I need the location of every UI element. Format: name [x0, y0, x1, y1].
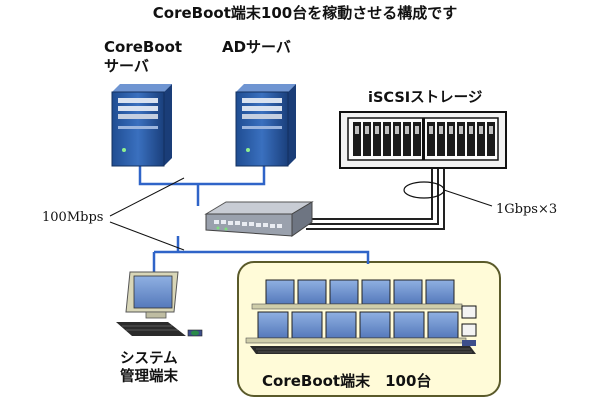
ad-server-icon	[235, 84, 296, 167]
admin-terminal-icon	[116, 271, 203, 337]
client-terminals-icon	[245, 279, 477, 354]
coreboot-server-label: CoreBoot サーバ	[104, 38, 182, 76]
lan-speed-label: 100Mbps	[42, 210, 104, 225]
iscsi-storage-label: iSCSIストレージ	[368, 90, 483, 106]
network-switch-icon	[204, 201, 314, 237]
coreboot-server-icon	[111, 84, 172, 167]
diagram-title: CoreBoot端末100台を稼動させる構成です	[152, 4, 458, 22]
server-bus-line	[138, 166, 266, 186]
client-group-label: CoreBoot端末 100台	[262, 372, 432, 390]
uplink-speed-pointer	[443, 189, 493, 207]
network-lines	[138, 166, 370, 272]
iscsi-storage-icon	[339, 111, 507, 169]
lan-speed-pointer	[109, 177, 185, 251]
lan-bus-line	[154, 250, 370, 264]
admin-terminal-label-line2: 管理端末	[120, 369, 178, 385]
ad-server-label: ADサーバ	[222, 38, 291, 56]
coreboot-server-label-line2: サーバ	[104, 57, 149, 75]
uplink-speed-label: 1Gbps×3	[496, 202, 558, 217]
coreboot-server-label-line1: CoreBoot	[104, 38, 183, 56]
admin-terminal-label: システム 管理端末	[120, 350, 178, 386]
admin-terminal-label-line1: システム	[120, 351, 178, 367]
